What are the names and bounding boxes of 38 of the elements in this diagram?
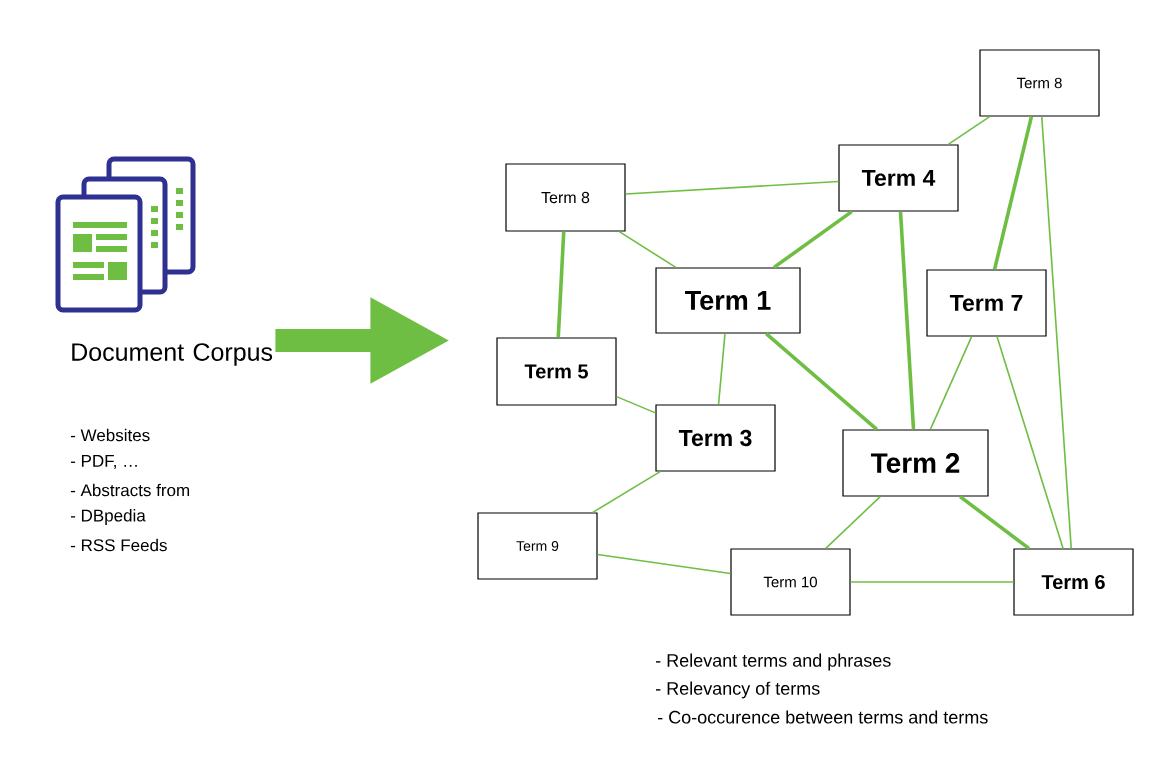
term-box: Term 3 xyxy=(655,404,776,472)
term-box: Term 10 xyxy=(730,548,851,616)
list-item: - Co-occurence between terms and terms xyxy=(658,710,988,724)
connector-line xyxy=(772,210,853,269)
connector-line xyxy=(849,581,1015,583)
connector-line xyxy=(624,180,840,195)
connector-line xyxy=(898,211,916,430)
term-box: Term 5 xyxy=(496,337,617,406)
connector-line xyxy=(992,116,1034,270)
term-box: Term 4 xyxy=(838,144,959,212)
node-title: Document Corpus xyxy=(72,343,273,366)
list-item: - RSS Feeds xyxy=(70,538,167,552)
connector-line xyxy=(996,335,1064,550)
connector-line xyxy=(947,115,991,146)
list-item: - Relevancy of terms xyxy=(656,681,820,699)
connector-line xyxy=(765,332,878,431)
connector-line xyxy=(717,332,726,406)
connector-line xyxy=(1041,115,1072,550)
term-box: Term 6 xyxy=(1013,548,1134,616)
term-box: Term 8 xyxy=(505,163,626,232)
connector-line xyxy=(959,495,1031,550)
connector-line xyxy=(556,231,566,338)
term-box: Term 2 xyxy=(842,429,989,497)
term-box: Term 8 xyxy=(979,49,1100,117)
list-item: - PDF, … xyxy=(70,455,137,469)
connector-line xyxy=(596,553,732,575)
term-box: Term 9 xyxy=(477,512,598,580)
connector-line xyxy=(618,230,677,269)
list-item: - Abstracts from xyxy=(70,483,190,497)
list-item: - Relevant terms and phrases xyxy=(656,653,891,671)
connector-line xyxy=(615,395,657,414)
list-item: - DBpedia xyxy=(70,509,146,525)
connector-line xyxy=(592,470,661,514)
connector-line xyxy=(929,335,973,431)
list-item: - Websites xyxy=(70,428,150,442)
term-box: Term 7 xyxy=(926,269,1047,337)
connector-line xyxy=(824,495,881,550)
term-box: Term 1 xyxy=(655,267,801,334)
